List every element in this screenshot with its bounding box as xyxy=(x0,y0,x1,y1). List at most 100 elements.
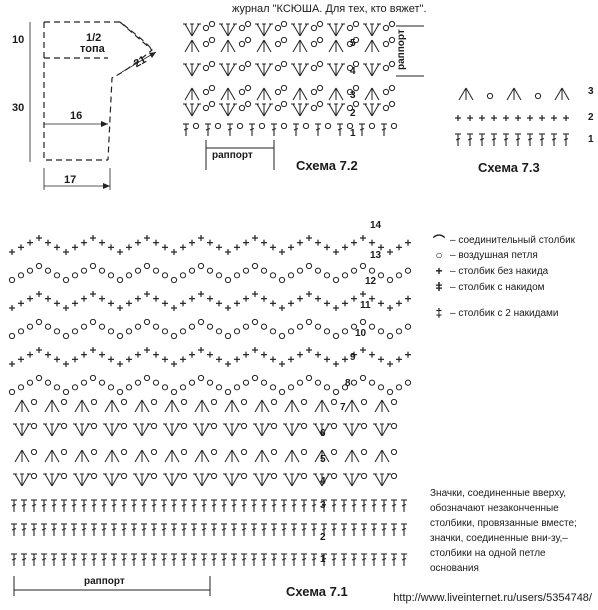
chain-stitch xyxy=(260,323,268,330)
sc-stitch xyxy=(152,239,160,247)
scheme-7-1-row-number: 11 xyxy=(360,300,371,311)
dc-stitch xyxy=(150,499,158,513)
chain-stitch xyxy=(224,388,232,396)
fan-stitch xyxy=(254,103,274,117)
chain-stitch xyxy=(258,122,266,130)
fan-stitch xyxy=(254,23,274,37)
legend-text: – столбик с накидом xyxy=(450,281,545,293)
chain-stitch xyxy=(377,272,385,279)
sc-stitch xyxy=(125,299,133,307)
dc-stitch xyxy=(514,133,522,147)
sc-stitch xyxy=(526,114,534,122)
dc-stitch xyxy=(110,553,118,567)
chain-stitch xyxy=(238,24,246,32)
legend-row: ⌒– соединительный столбик xyxy=(432,232,575,249)
dc-stitch xyxy=(260,523,268,537)
chain-stitch xyxy=(233,328,241,335)
chain-stitch xyxy=(240,398,248,406)
dimension-17: 17 xyxy=(64,174,77,186)
chain-stitch xyxy=(388,36,396,44)
sc-stitch xyxy=(152,295,160,303)
fan-stitch xyxy=(342,473,362,487)
scheme-7-3-row-number: 3 xyxy=(588,86,594,97)
chain-stitch xyxy=(202,104,210,112)
dc-stitch xyxy=(130,523,138,537)
chain-stitch xyxy=(44,267,52,274)
sc-stitch xyxy=(314,295,322,303)
cluster-stitch xyxy=(374,399,390,413)
cluster-stitch xyxy=(344,399,360,413)
chain-stitch xyxy=(300,422,308,430)
sc-stitch xyxy=(80,351,88,359)
dc-stitch xyxy=(270,523,278,537)
chain-stitch xyxy=(310,40,318,48)
chain-stitch xyxy=(180,448,188,456)
dc-stitch xyxy=(300,499,308,513)
dc-stitch xyxy=(380,523,388,537)
sc-stitch xyxy=(44,351,52,359)
chain-stitch xyxy=(53,328,61,335)
scheme-7-1-rapport-marks xyxy=(13,576,211,596)
symbols-note: Значки, соединенные вверху, обозначают н… xyxy=(430,488,577,574)
dc-stitch xyxy=(182,123,190,137)
chain-stitch xyxy=(296,323,304,330)
dc-stitch xyxy=(30,499,38,513)
chain-stitch xyxy=(316,20,324,28)
chain-stitch xyxy=(116,332,124,340)
chain-stitch xyxy=(388,20,396,28)
chain-stitch xyxy=(314,379,322,386)
scheme-7-1-row-number: 14 xyxy=(370,220,382,231)
fan-stitch xyxy=(182,23,202,37)
cluster-stitch xyxy=(314,399,330,413)
chain-stitch xyxy=(251,262,259,270)
fan-stitch xyxy=(182,63,202,77)
scheme-7-3-row-number: 2 xyxy=(588,112,594,123)
sc-stitch xyxy=(215,355,223,363)
sc-stitch xyxy=(386,360,394,368)
half-top-label: 1/2 xyxy=(86,32,102,44)
chain-stitch xyxy=(274,104,282,112)
sc-stitch xyxy=(305,234,313,242)
scheme-7-2-chart xyxy=(182,20,398,137)
fan-stitch xyxy=(290,103,310,117)
sc-stitch xyxy=(359,234,367,242)
chain-stitch xyxy=(224,276,232,284)
chain-stitch xyxy=(242,323,250,330)
chain-stitch xyxy=(208,20,216,28)
chain-stitch xyxy=(316,60,324,68)
sc-stitch xyxy=(215,243,223,251)
chain-stitch xyxy=(161,384,169,391)
dc-stitch xyxy=(220,553,228,567)
chain-stitch xyxy=(238,104,246,112)
fan-stitch xyxy=(102,423,122,437)
sc-stitch xyxy=(35,290,43,298)
sc-stitch xyxy=(197,290,205,298)
dc-stitch xyxy=(280,553,288,567)
chain-stitch xyxy=(179,328,187,335)
chain-stitch xyxy=(386,332,394,340)
chain-stitch xyxy=(152,267,160,274)
dc-stitch xyxy=(230,523,238,537)
chain-stitch xyxy=(360,472,368,480)
legend-text: – столбик с 2 накидами xyxy=(450,307,559,319)
sc-stitch xyxy=(550,114,558,122)
fan-stitch xyxy=(222,423,242,437)
dc-stitch xyxy=(248,123,256,137)
sc-stitch xyxy=(341,299,349,307)
chain-stitch xyxy=(26,323,34,330)
sc-stitch xyxy=(562,114,570,122)
chain-stitch xyxy=(296,379,304,386)
dc-stitch xyxy=(390,499,398,513)
dc-stitch xyxy=(502,133,510,147)
chain-stitch xyxy=(17,272,25,279)
chain-stitch xyxy=(323,384,331,391)
chain-stitch xyxy=(244,100,252,108)
dc-stitch xyxy=(400,523,408,537)
dc-stitch xyxy=(90,523,98,537)
legend-symbol: ‡ xyxy=(435,306,443,320)
chain-stitch xyxy=(244,84,252,92)
scheme-7-2-row-number: 5 xyxy=(350,38,356,49)
chain-stitch xyxy=(53,384,61,391)
chain-stitch xyxy=(71,272,79,279)
sc-stitch xyxy=(314,239,322,247)
